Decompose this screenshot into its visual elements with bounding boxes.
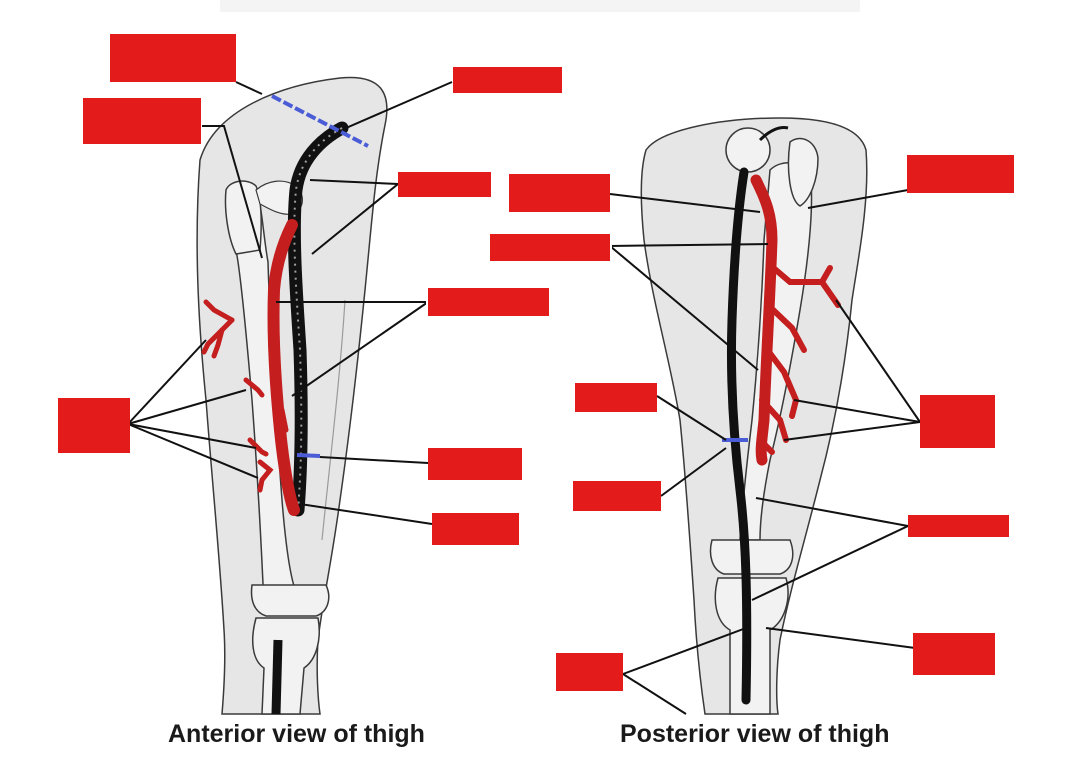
top-shadow-strip [220, 0, 860, 12]
anterior-popliteal-vein [271, 639, 283, 715]
anterior-knee-femur-condyles [250, 584, 330, 617]
label-box [488, 232, 612, 263]
label-box [398, 172, 491, 197]
anterior-ligature-mark [296, 453, 321, 458]
label-box [83, 98, 201, 144]
posterior-view [640, 117, 868, 715]
label-box [110, 34, 236, 82]
anterior-femoral-vein-texture [293, 127, 343, 511]
label-box [575, 383, 657, 412]
posterior-tibia [714, 577, 789, 715]
posterior-knee-condyles [709, 539, 794, 575]
label-box [509, 174, 610, 212]
label-box [920, 395, 995, 448]
label-box [573, 481, 661, 511]
posterior-greater-trochanter [787, 137, 819, 207]
label-box [58, 398, 130, 453]
posterior-label-boxes [488, 155, 1014, 691]
anterior-femur-head [224, 180, 262, 255]
label-box [453, 67, 562, 93]
anterior-leader-lines [127, 81, 453, 525]
label-box [907, 155, 1014, 193]
anterior-view-caption: Anterior view of thigh [168, 720, 425, 748]
anterior-cut-line [271, 94, 369, 148]
label-box [556, 653, 623, 691]
label-box [913, 633, 995, 675]
posterior-perforating-branches [757, 262, 841, 455]
anterior-label-boxes [58, 34, 562, 545]
posterior-leader-lines [609, 189, 921, 715]
label-box [426, 286, 551, 318]
anterior-tibia [251, 617, 320, 715]
label-box [432, 513, 519, 545]
posterior-gluteal-vessel [758, 126, 789, 142]
label-box [908, 515, 1009, 537]
anterior-muscle-contour [321, 299, 346, 541]
posterior-femoral-head [725, 127, 771, 173]
anterior-femoral-artery [267, 219, 300, 516]
posterior-view-caption: Posterior view of thigh [620, 720, 890, 748]
label-box [428, 448, 522, 480]
anterior-arterial-branches [201, 299, 289, 493]
